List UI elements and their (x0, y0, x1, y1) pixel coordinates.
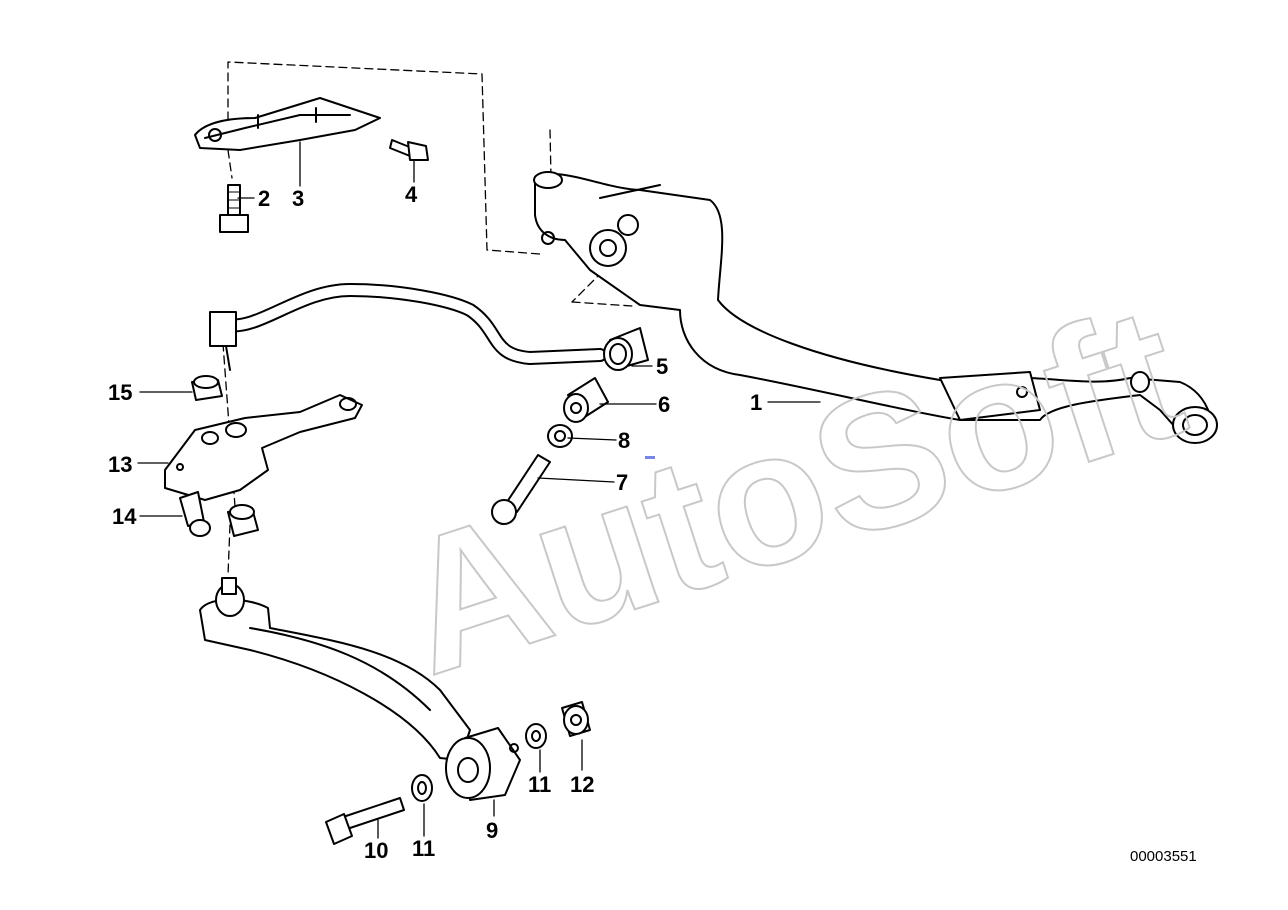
bushing-part-5 (603, 327, 649, 371)
bracket-plate (194, 97, 381, 151)
callout-11-left: 11 (412, 836, 436, 861)
callout-1: 1 (750, 390, 763, 415)
control-arm (199, 577, 471, 761)
callout-10: 10 (364, 838, 389, 863)
callout-5: 5 (656, 354, 669, 379)
bolt-part-10 (325, 797, 405, 845)
link-plate (164, 394, 363, 501)
rubber-mount-part-9 (445, 727, 521, 801)
bolt-part-4 (389, 139, 429, 161)
crossmember (533, 171, 1218, 444)
washer-part-8 (547, 424, 573, 448)
lock-nut (227, 504, 259, 537)
washer-part-11 (411, 723, 547, 802)
bolt-part-7 (491, 454, 551, 525)
callout-8: 8 (618, 428, 631, 453)
callout-13: 13 (108, 452, 133, 477)
bushing-part-6 (563, 377, 609, 423)
callout-6: 6 (658, 392, 671, 417)
callout-7: 7 (616, 470, 629, 495)
diagram-id: 00003551 (1130, 848, 1197, 865)
stabilizer-bar (209, 283, 607, 371)
callout-2: 2 (258, 186, 271, 211)
callout-4: 4 (405, 182, 418, 207)
callout-14: 14 (112, 504, 137, 529)
nut-part-12 (561, 701, 591, 737)
callout-12: 12 (570, 772, 595, 797)
bolt-part-14 (179, 491, 211, 537)
nut-part-15 (191, 375, 223, 401)
callout-3: 3 (292, 186, 305, 211)
callout-9: 9 (486, 818, 499, 843)
callout-11-right: 11 (528, 772, 552, 797)
bolt-part-2 (219, 184, 249, 233)
leader-lines (137, 141, 821, 839)
watermark-text: AutoSoft (377, 266, 1205, 715)
blue-marker (645, 456, 655, 459)
callout-15: 15 (108, 380, 133, 405)
